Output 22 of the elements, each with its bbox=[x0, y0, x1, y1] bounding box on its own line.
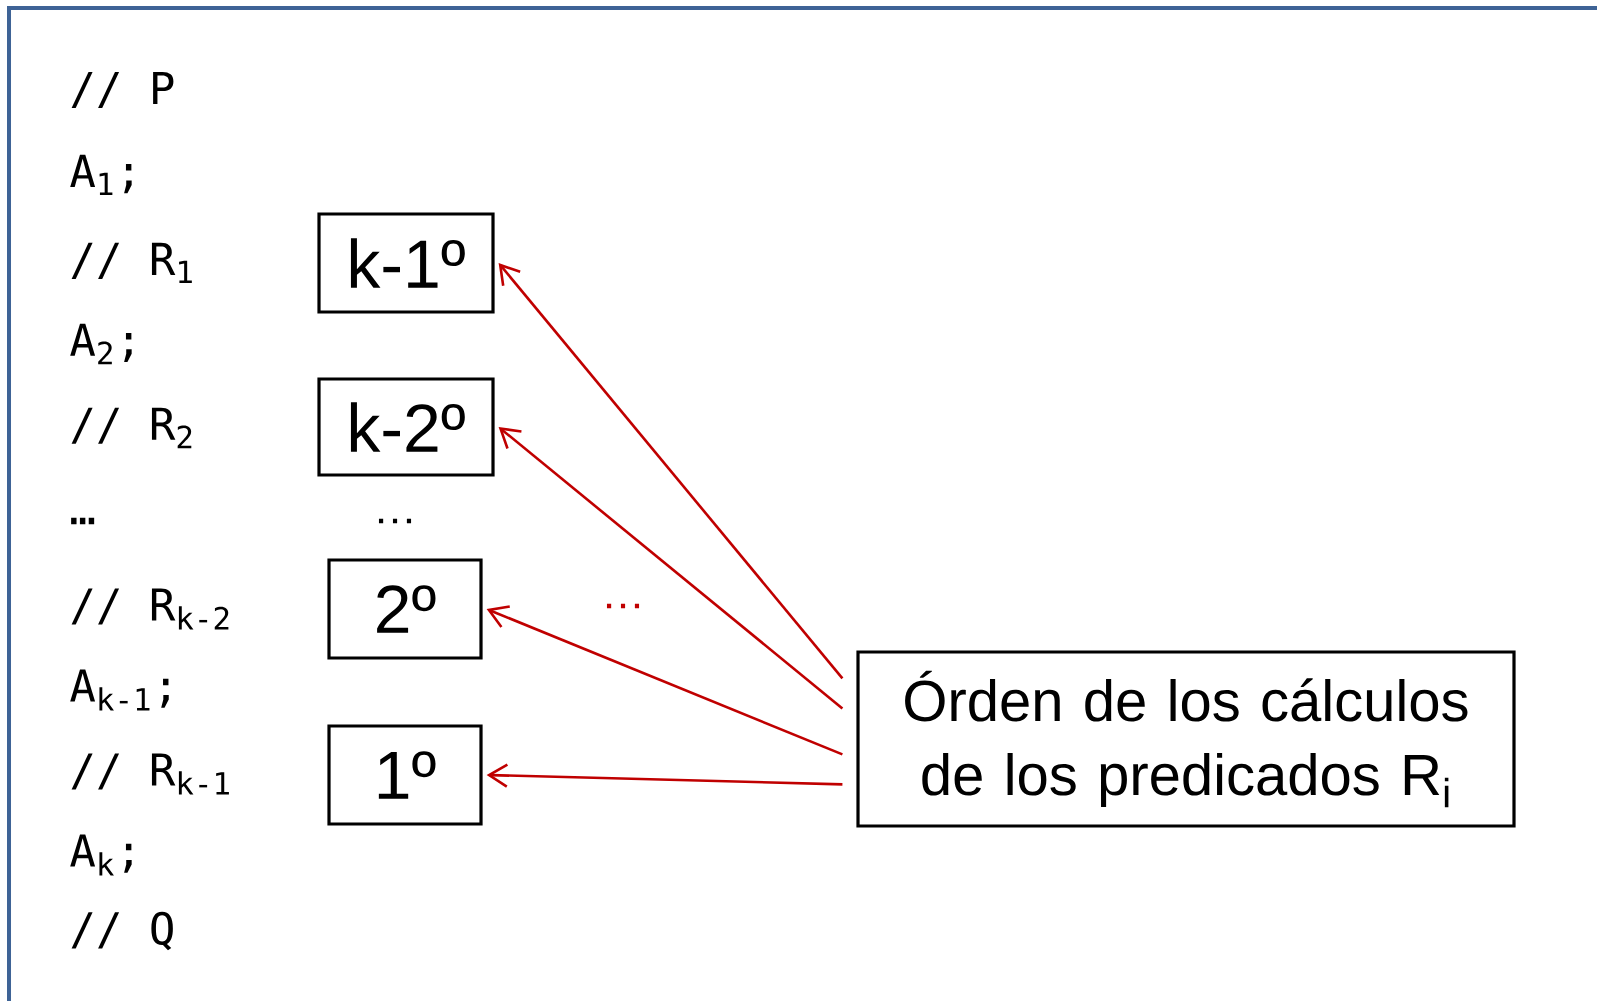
code-line: A$_{k-1}$; bbox=[70, 669, 169, 711]
code-line: A$_{k}$; bbox=[70, 834, 132, 876]
arrow bbox=[486, 605, 843, 756]
code-line: // R$_{1}$ bbox=[71, 242, 192, 284]
order-box: 1º bbox=[327, 724, 483, 826]
ellipsis: … bbox=[606, 603, 640, 609]
order-box: 2º bbox=[327, 558, 483, 660]
code-line: // R$_{k-1}$ bbox=[71, 753, 229, 795]
code-line: // P bbox=[71, 71, 174, 109]
order-box: k-1º bbox=[317, 212, 495, 314]
code-line: … bbox=[71, 517, 95, 525]
code-line: // Q bbox=[71, 911, 173, 951]
code-line: // R$_{k-2}$ bbox=[71, 588, 229, 630]
ellipsis: … bbox=[378, 518, 412, 524]
arrow bbox=[498, 263, 844, 680]
order-box: k-2º bbox=[317, 377, 495, 477]
code-line: // R$_{2}$ bbox=[71, 407, 192, 449]
code-line: A$_{1}$; bbox=[70, 154, 132, 196]
code-line: A$_{2}$; bbox=[70, 323, 132, 365]
note-box: Órden de los cálculos de los predicados R$_{i}$ bbox=[856, 650, 1516, 828]
arrow bbox=[486, 763, 843, 788]
arrow bbox=[498, 427, 844, 710]
